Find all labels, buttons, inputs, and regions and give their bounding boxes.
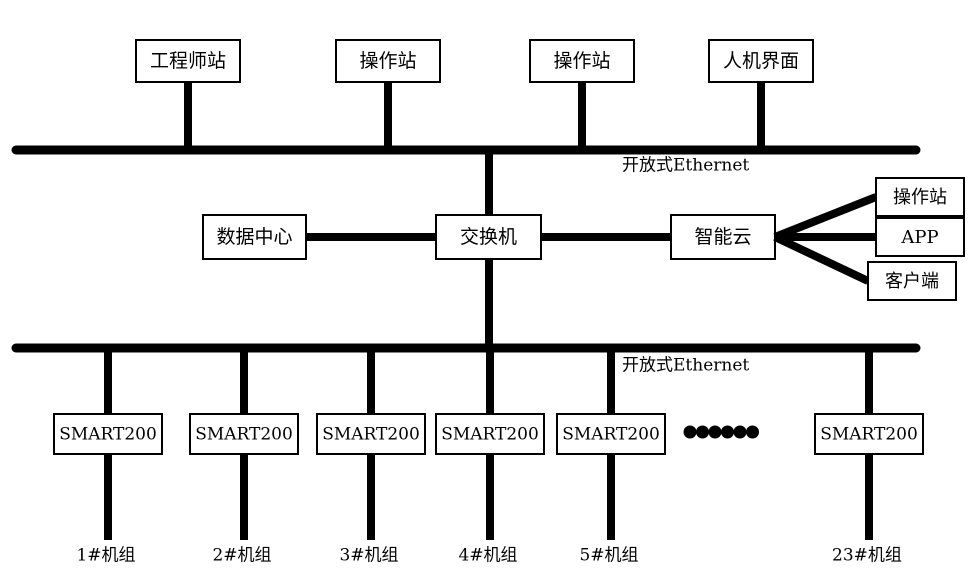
controller-2-box (189, 413, 299, 455)
unit-label-1: 1#机组 (76, 546, 135, 566)
cloud-client-3-box (867, 261, 957, 301)
ellipsis-dot-2 (696, 425, 709, 439)
data-center-label: 数据中心 (216, 226, 292, 248)
cloud-client-1-label: 操作站 (893, 187, 947, 208)
ellipsis-dot-6 (746, 425, 759, 439)
controller-6-label: SMART200 (820, 425, 918, 445)
ellipsis-dot-1 (683, 425, 697, 439)
controller-4-box (435, 413, 545, 455)
controller-3-label: SMART200 (322, 425, 420, 445)
smart-cloud-box (670, 214, 776, 260)
unit-label-3: 3#机组 (339, 546, 398, 566)
bottom-bus-label: 开放式Ethernet (622, 356, 749, 376)
controller-4-label: SMART200 (441, 425, 539, 445)
controller-2-label: SMART200 (195, 425, 293, 445)
top-station-1-box (135, 39, 241, 83)
top-station-2-label: 操作站 (359, 50, 416, 72)
switch-box (435, 214, 542, 260)
top-station-4-label: 人机界面 (723, 50, 799, 72)
cloud-client-3-label: 客户端 (885, 271, 939, 292)
controller-6-box (814, 413, 924, 455)
controller-1-label: SMART200 (59, 425, 157, 445)
cloud-client-2-label: APP (900, 227, 938, 248)
controller-5-label: SMART200 (562, 425, 660, 445)
unit-label-6: 23#机组 (832, 546, 902, 566)
smart-cloud-label: 智能云 (694, 226, 751, 248)
cloud-client-1-box (875, 177, 965, 217)
switch-label: 交换机 (460, 226, 517, 248)
top-station-1-label: 工程师站 (150, 50, 226, 72)
unit-label-5: 5#机组 (579, 546, 638, 566)
cloud-client-link-3 (773, 233, 870, 285)
controller-5-box (556, 413, 666, 455)
top-station-4-box (708, 39, 814, 83)
controller-3-box (316, 413, 426, 455)
controller-1-box (53, 413, 163, 455)
cloud-client-2-box (875, 217, 965, 257)
top-station-3-box (529, 39, 635, 83)
top-station-3-label: 操作站 (553, 50, 610, 72)
ellipsis-dot-4 (721, 425, 734, 439)
top-bus-label: 开放式Ethernet (622, 156, 749, 176)
top-station-2-box (335, 39, 441, 83)
cloud-client-link-1 (773, 193, 878, 241)
ellipsis-dot-3 (708, 425, 722, 439)
ellipsis-dot-5 (733, 425, 747, 439)
unit-label-2: 2#机组 (212, 546, 271, 566)
unit-label-4: 4#机组 (458, 546, 517, 566)
data-center-box (202, 214, 307, 260)
